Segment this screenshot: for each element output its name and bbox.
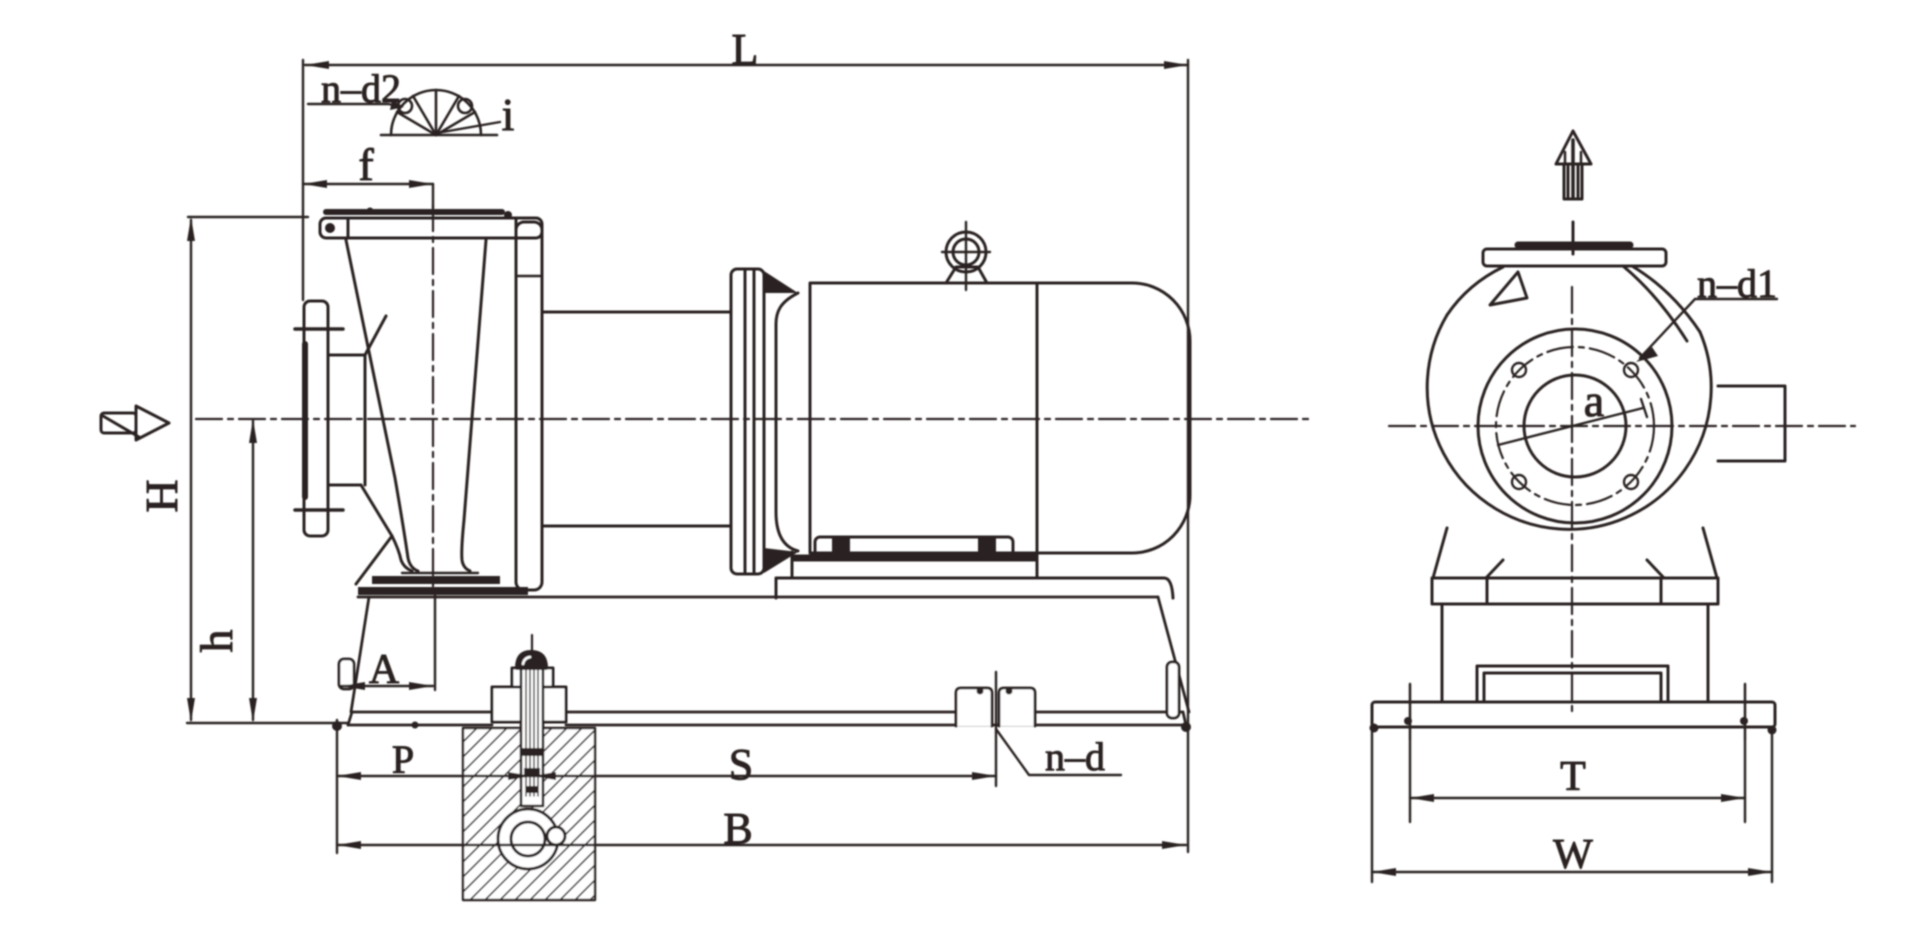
svg-text:n–d: n–d	[1045, 734, 1105, 779]
svg-text:B: B	[723, 804, 752, 853]
svg-text:H: H	[136, 479, 187, 512]
svg-text:A: A	[369, 647, 400, 693]
svg-text:n–d1: n–d1	[1697, 261, 1777, 306]
svg-text:n–d2: n–d2	[321, 66, 401, 111]
svg-text:W: W	[1553, 832, 1593, 878]
svg-text:S: S	[729, 740, 753, 789]
svg-text:T: T	[1560, 754, 1586, 800]
svg-text:L: L	[732, 25, 759, 74]
svg-text:i: i	[502, 89, 515, 140]
svg-text:a: a	[1584, 375, 1604, 426]
svg-text:h: h	[191, 630, 242, 653]
svg-text:P: P	[392, 737, 414, 782]
svg-text:f: f	[358, 139, 374, 190]
